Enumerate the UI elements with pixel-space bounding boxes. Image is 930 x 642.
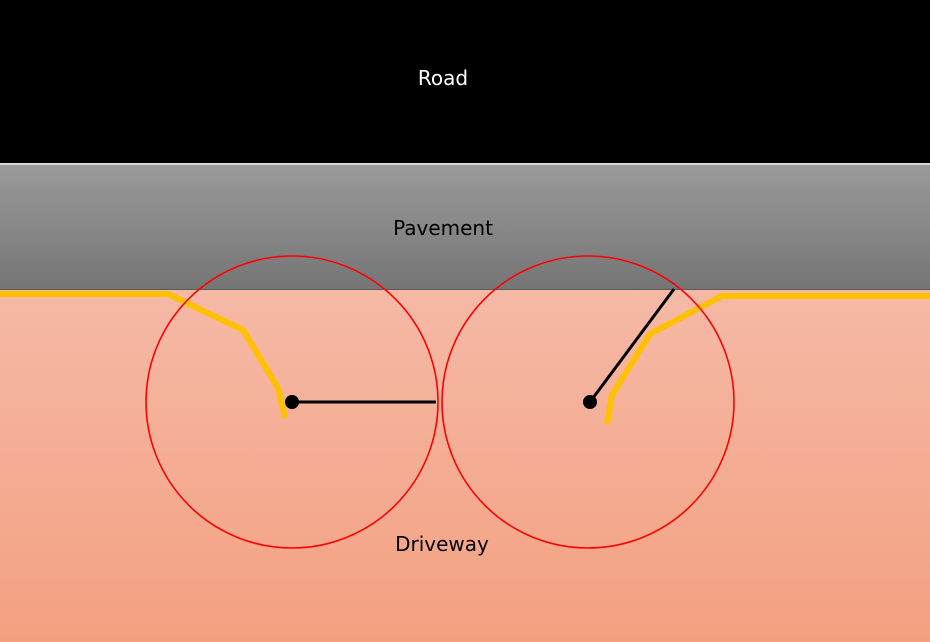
turning-circle-left (145, 255, 439, 549)
boundary-line (0, 291, 288, 419)
driveway-label: Driveway (395, 532, 489, 556)
pavement-edge (0, 289, 930, 290)
boundary-line (604, 293, 930, 425)
road-area (0, 0, 930, 163)
center-point-left (285, 395, 299, 409)
turning-circle-right (441, 255, 735, 549)
road-pavement-divider (0, 163, 930, 165)
radius-line-right (588, 288, 676, 403)
center-point-right (583, 395, 597, 409)
pavement-label: Pavement (393, 216, 493, 240)
road-label: Road (418, 66, 468, 90)
driveway-area (0, 290, 930, 642)
pavement-area (0, 165, 930, 289)
